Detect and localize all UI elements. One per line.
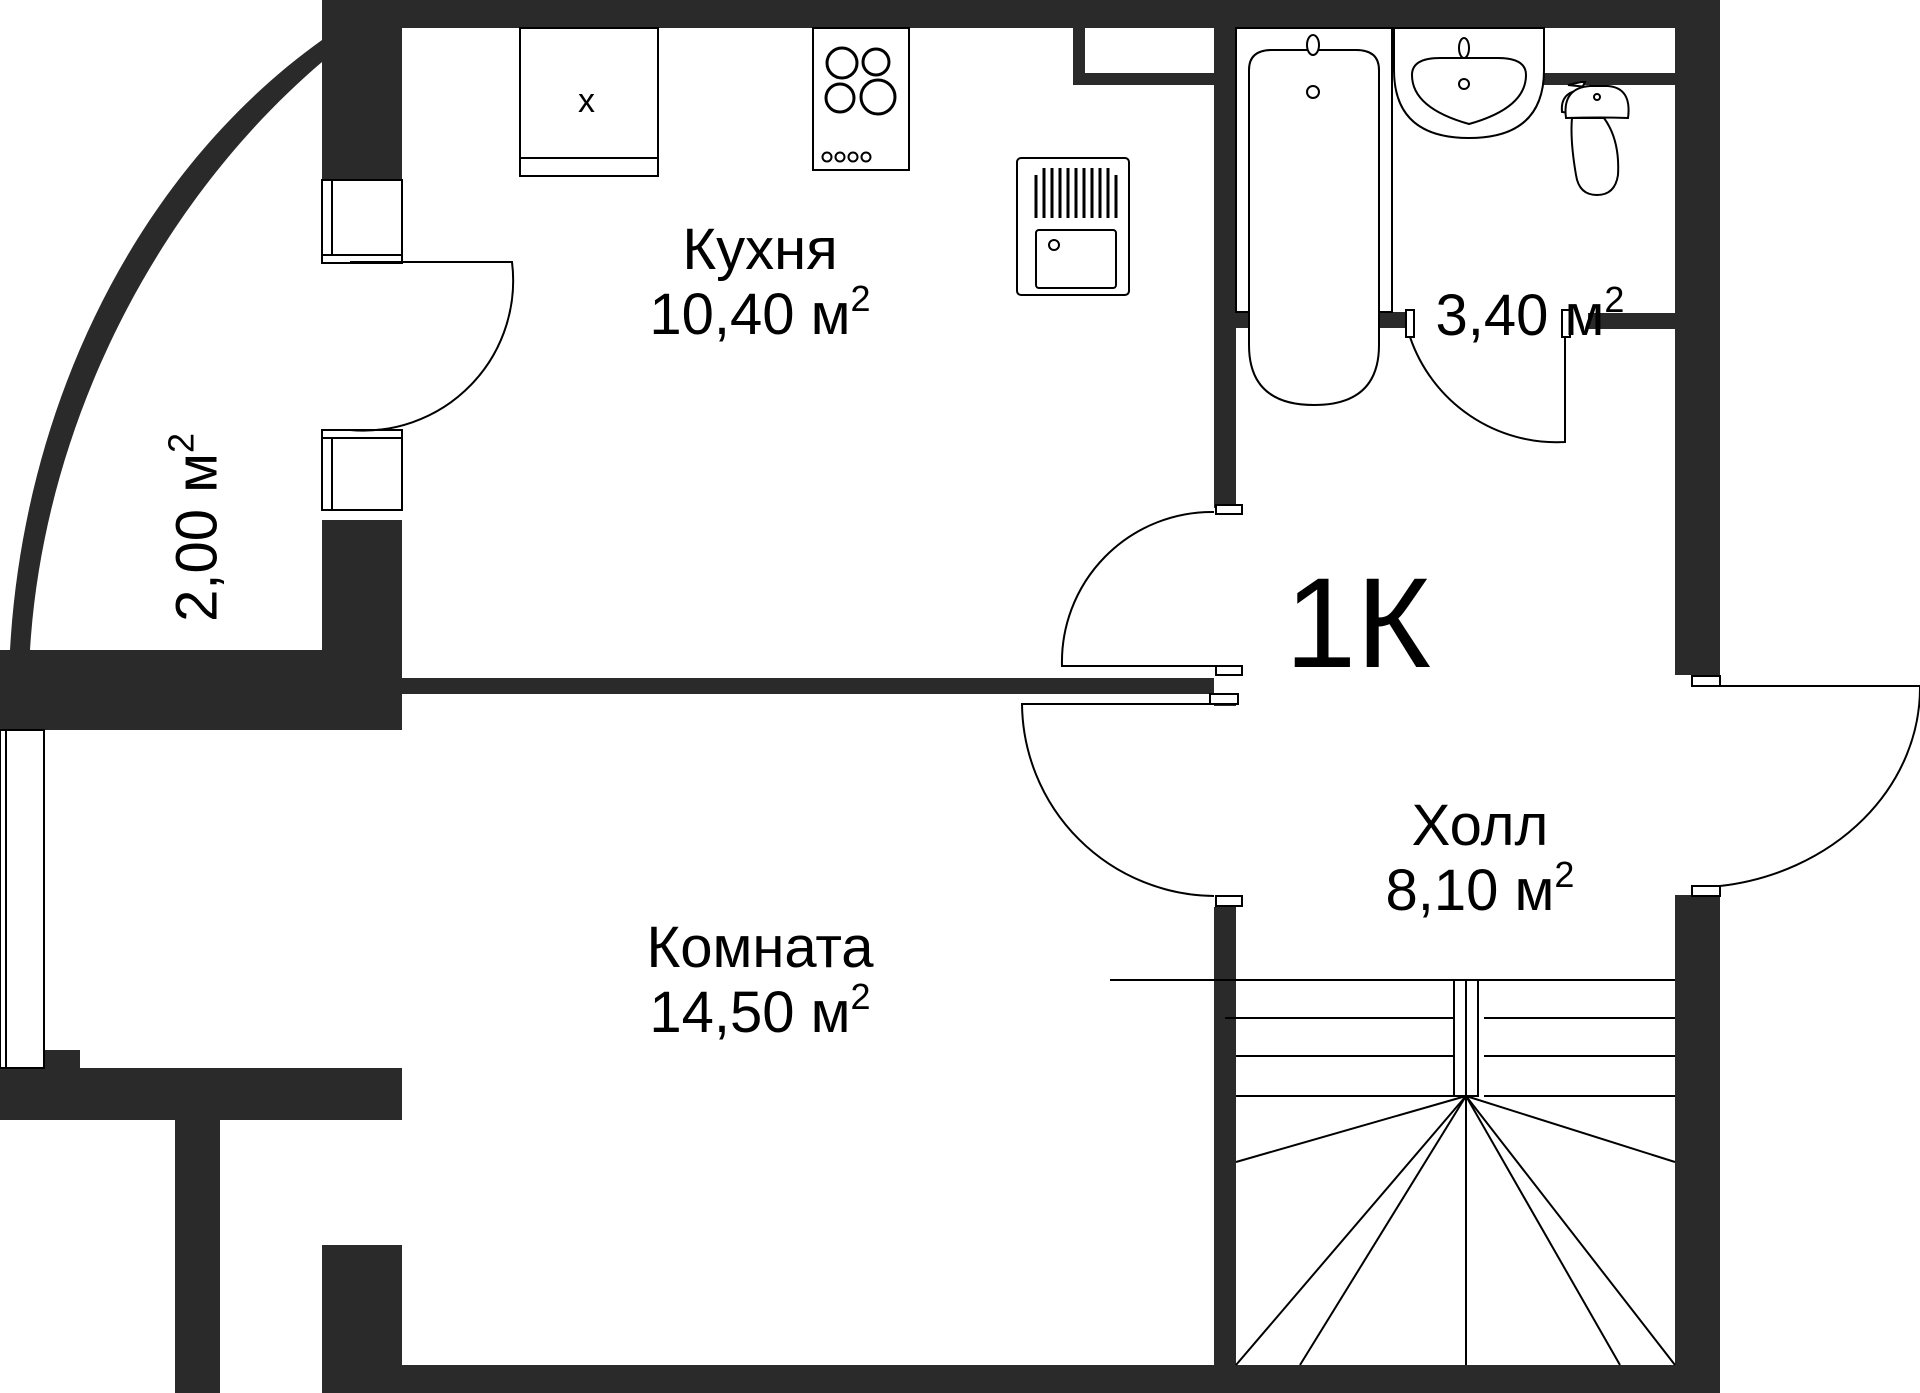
balcony-area: 2,00 м2 <box>160 433 230 622</box>
kitchen-name: Кухня <box>682 217 838 282</box>
bathtub-icon <box>1235 27 1393 407</box>
apartment-type-label: 1К <box>1285 552 1431 695</box>
bathroom-area: 3,40 м2 <box>1435 279 1625 348</box>
bathroom-label: 3,40 м2 <box>1410 279 1650 349</box>
doors <box>349 261 1920 907</box>
hall-name: Холл <box>1411 793 1549 858</box>
walls <box>0 0 1720 1393</box>
kitchen-label: Кухня 10,40 м2 <box>600 217 920 348</box>
room-name: Комната <box>646 915 874 980</box>
fridge <box>519 27 659 177</box>
washbasin-icon <box>1393 27 1545 140</box>
toilet-icon <box>1560 81 1630 197</box>
hall-label: Холл 8,10 м2 <box>1330 793 1630 924</box>
kitchen-area: 10,40 м2 <box>649 277 871 347</box>
staircase <box>1110 979 1676 1366</box>
stove-icon <box>812 27 910 171</box>
balcony-label: 2,00 м2 <box>160 367 231 687</box>
room-area: 14,50 м2 <box>649 975 871 1045</box>
sink-icon <box>1016 157 1130 296</box>
room-label: Комната 14,50 м2 <box>580 915 940 1046</box>
fridge-mark: x <box>578 82 595 120</box>
hall-area: 8,10 м2 <box>1385 853 1575 923</box>
